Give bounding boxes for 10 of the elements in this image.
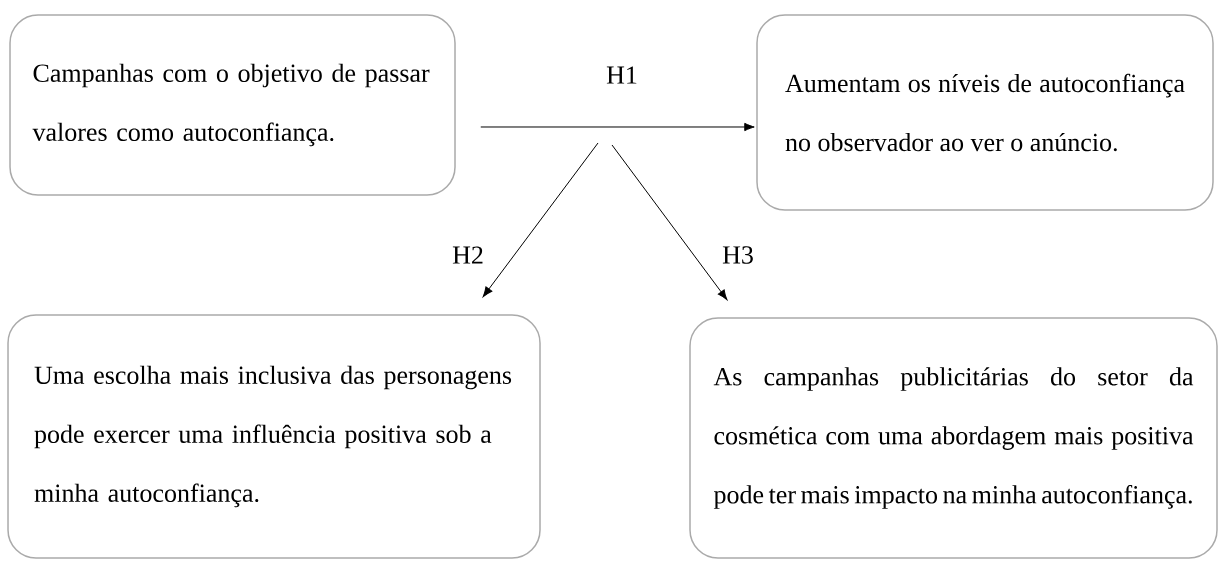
text-box: Aumentam os níveis de autoconfiança no observador ao ver o anúncio. (756, 14, 1214, 211)
edge-label: H3 (720, 244, 756, 266)
edge-label: H2 (450, 244, 486, 266)
arrow (480, 122, 755, 132)
text-box: As campanhas publicitárias do setor da cosmética com uma abordagem mais positiva pode ter mais impacto na minha autoconfiança. (689, 317, 1218, 559)
arrow (482, 142, 599, 298)
edge-label: H1 (604, 64, 640, 86)
arrow (611, 144, 728, 301)
text-box: Campanhas com o objetivo de passar valores como autoconfiança. (9, 14, 456, 196)
text-box: Uma escolha mais inclusiva das personagens pode exercer uma influência positiva sob a minha autoconfiança. (7, 314, 541, 559)
